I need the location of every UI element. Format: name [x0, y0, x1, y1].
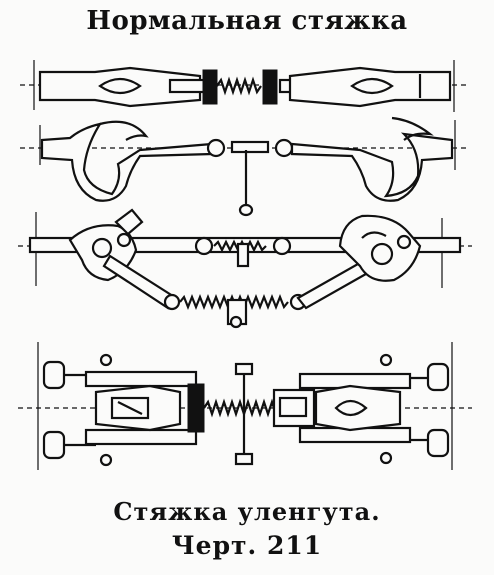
uhlenhut-coupling-side-view — [18, 208, 472, 329]
normal-coupling-plan-view — [20, 60, 470, 112]
figure-label: Черт. 211 — [171, 531, 323, 560]
drawing-title: Нормальная стяжка — [86, 6, 408, 36]
uhlenhut-coupling-plan-view — [18, 342, 472, 470]
normal-coupling-side-view — [20, 116, 470, 217]
drawing-caption: Стяжка уленгута. — [113, 497, 381, 526]
